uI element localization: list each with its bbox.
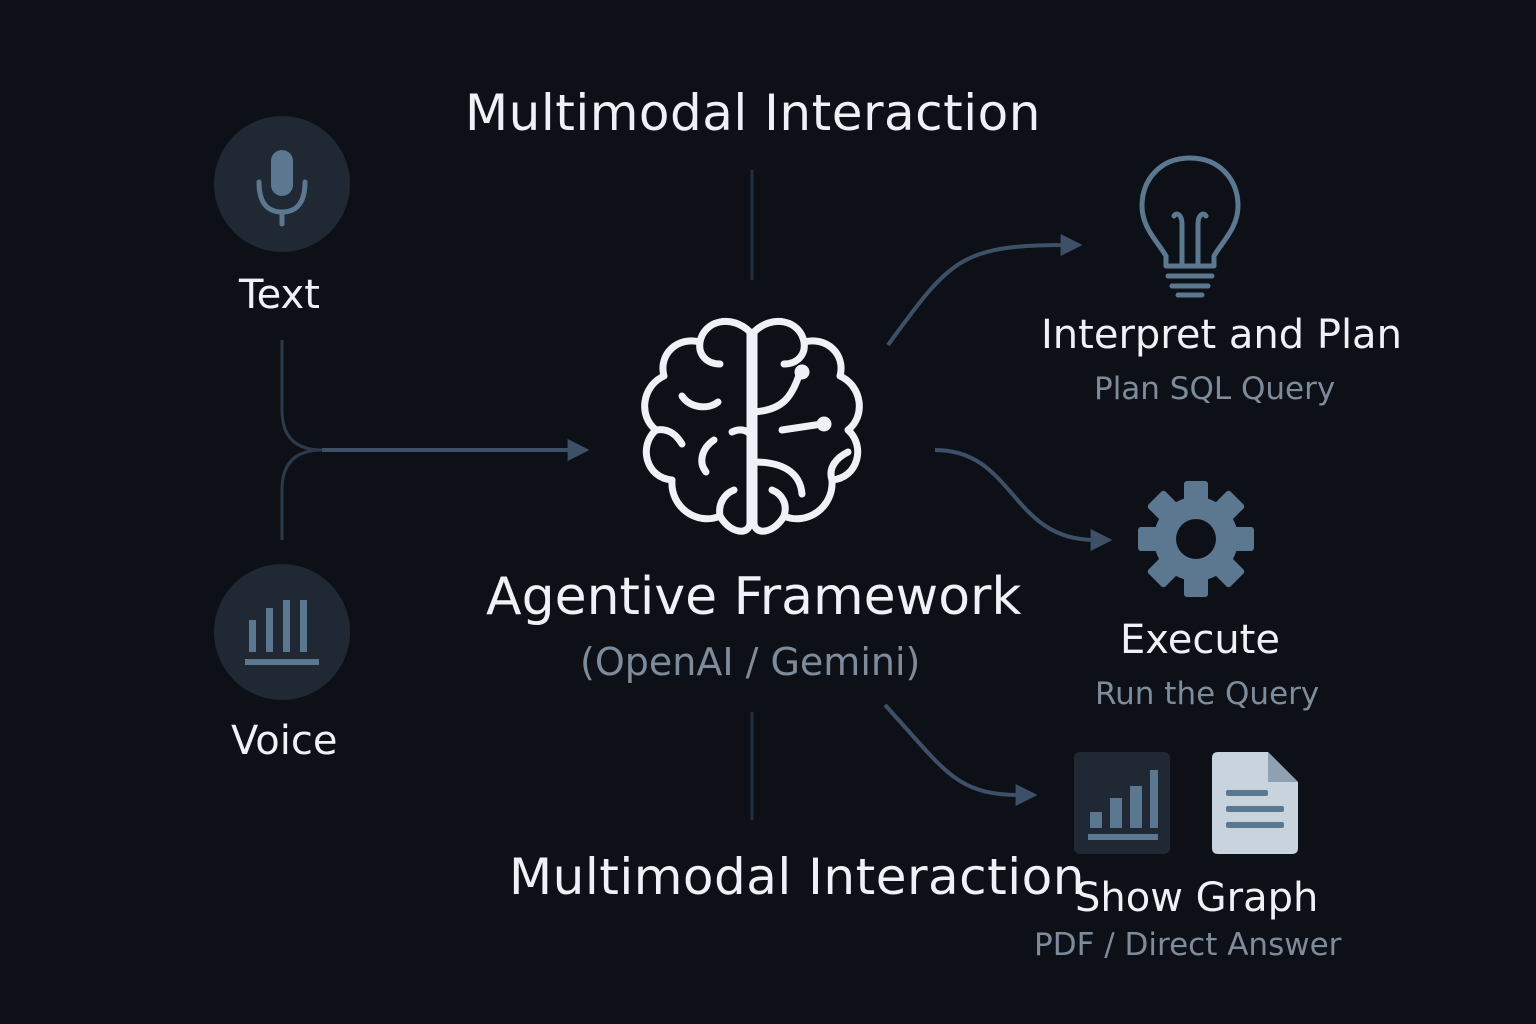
voice-connector <box>280 448 323 540</box>
bar-chart-icon <box>214 564 350 700</box>
bar-chart-icon <box>1074 752 1170 854</box>
center-title: Agentive Framework <box>486 567 1022 627</box>
plan-label: Interpret and Plan <box>1041 312 1402 358</box>
center-subtitle: (OpenAI / Gemini) <box>580 640 921 684</box>
arrow-to-plan <box>886 234 1083 347</box>
execute-sub: Run the Query <box>1095 676 1320 712</box>
graph-label: Show Graph <box>1075 875 1319 921</box>
top-title: Multimodal Interaction <box>465 84 1041 142</box>
graph-document-node <box>1212 752 1298 854</box>
microphone-icon <box>214 116 350 252</box>
text-connector <box>280 340 323 452</box>
execute-node <box>1136 479 1256 599</box>
text-input-node <box>214 116 350 252</box>
text-label: Text <box>239 272 320 318</box>
lightbulb-icon <box>1139 155 1241 298</box>
brain-node <box>632 312 872 542</box>
graph-chart-node <box>1074 752 1170 854</box>
plan-sub: Plan SQL Query <box>1094 371 1336 407</box>
arrow-to-graph <box>883 703 1038 806</box>
execute-label: Execute <box>1120 617 1280 663</box>
brain-icon <box>641 318 863 535</box>
arrow-to-execute <box>934 448 1113 551</box>
voice-input-node <box>214 564 350 700</box>
voice-label: Voice <box>231 718 338 764</box>
bottom-title: Multimodal Interaction <box>509 848 1085 906</box>
document-icon <box>1212 752 1298 854</box>
gear-icon <box>1138 481 1254 597</box>
graph-sub: PDF / Direct Answer <box>1034 927 1342 963</box>
plan-node <box>1130 150 1250 300</box>
